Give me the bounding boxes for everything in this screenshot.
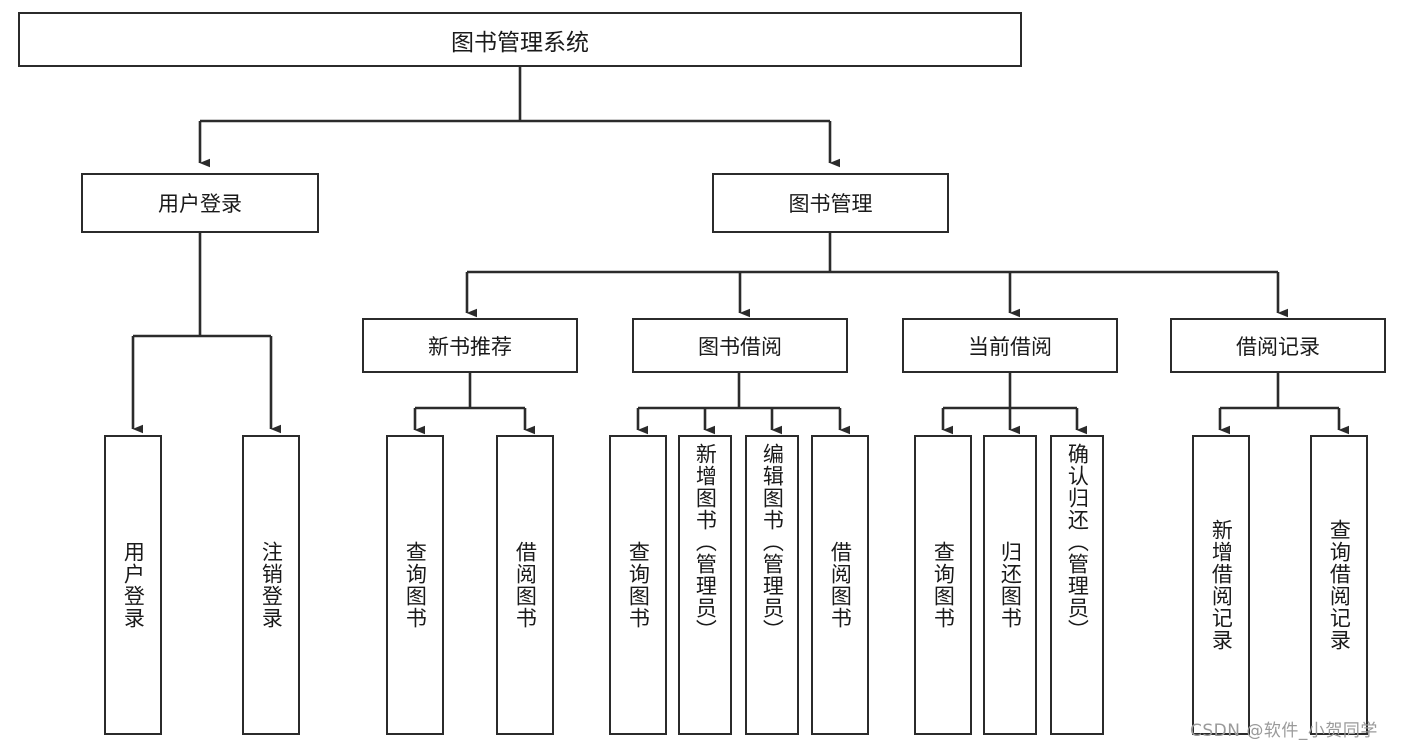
leaf-return-book[interactable]: 归还图书 [983,435,1037,735]
node-borrowing-records[interactable]: 借阅记录 [1170,318,1386,373]
leaf-confirm-return-admin-label: 确认归还（管理员） [1065,443,1090,641]
leaf-confirm-return-admin[interactable]: 确认归还（管理员） [1050,435,1104,735]
leaf-user-login[interactable]: 用户登录 [104,435,162,735]
leaf-borrow-book-recommend[interactable]: 借阅图书 [496,435,554,735]
leaf-return-book-label: 归还图书 [998,541,1023,629]
leaf-query-book-borrow[interactable]: 查询图书 [609,435,667,735]
leaf-query-book-current[interactable]: 查询图书 [914,435,972,735]
node-root[interactable]: 图书管理系统 [18,12,1022,67]
node-current-borrowing[interactable]: 当前借阅 [902,318,1118,373]
node-book-management[interactable]: 图书管理 [712,173,949,233]
leaf-logout[interactable]: 注销登录 [242,435,300,735]
leaf-borrow-book-recommend-label: 借阅图书 [513,541,538,629]
node-book-management-label: 图书管理 [788,192,873,216]
node-new-book-recommendation[interactable]: 新书推荐 [362,318,578,373]
leaf-borrow-book[interactable]: 借阅图书 [811,435,869,735]
node-book-borrowing[interactable]: 图书借阅 [632,318,848,373]
leaf-add-book-admin-label: 新增图书（管理员） [693,443,718,641]
node-current-borrowing-label: 当前借阅 [968,334,1052,359]
leaf-query-borrow-record[interactable]: 查询借阅记录 [1310,435,1368,735]
node-borrowing-records-label: 借阅记录 [1236,334,1320,359]
leaf-add-borrow-record-label: 新增借阅记录 [1209,519,1234,651]
leaf-logout-label: 注销登录 [259,541,284,629]
node-root-label: 图书管理系统 [451,29,589,56]
leaf-user-login-label: 用户登录 [121,541,146,629]
leaf-query-book-recommend-label: 查询图书 [403,541,428,629]
leaf-query-book-borrow-label: 查询图书 [626,541,651,629]
leaf-add-book-admin[interactable]: 新增图书（管理员） [678,435,732,735]
leaf-edit-book-admin-label: 编辑图书（管理员） [760,443,785,641]
node-user-login-label: 用户登录 [158,192,242,216]
node-user-login[interactable]: 用户登录 [81,173,319,233]
leaf-query-book-current-label: 查询图书 [931,541,956,629]
node-book-borrowing-label: 图书借阅 [698,334,782,359]
leaf-add-borrow-record[interactable]: 新增借阅记录 [1192,435,1250,735]
leaf-edit-book-admin[interactable]: 编辑图书（管理员） [745,435,799,735]
leaf-query-borrow-record-label: 查询借阅记录 [1327,519,1352,651]
node-new-book-recommendation-label: 新书推荐 [428,334,512,359]
leaf-query-book-recommend[interactable]: 查询图书 [386,435,444,735]
leaf-borrow-book-label: 借阅图书 [828,541,853,629]
